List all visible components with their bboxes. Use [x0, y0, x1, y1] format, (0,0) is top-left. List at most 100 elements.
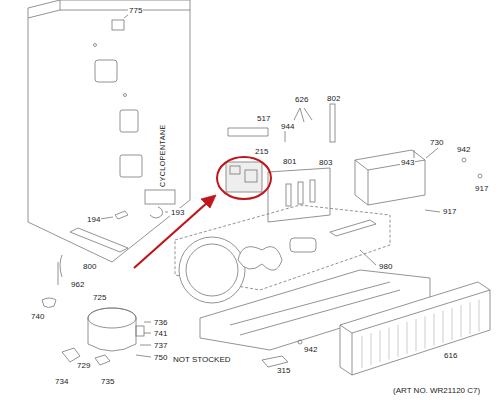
callout-number: 215 — [254, 147, 269, 156]
compressor — [88, 318, 136, 351]
grille-slot — [461, 305, 462, 337]
callout-number: 917 — [442, 207, 457, 216]
screw — [94, 44, 97, 47]
board-chip — [230, 166, 240, 174]
grille — [340, 282, 490, 375]
callout-number: 962 — [70, 280, 85, 289]
drain-line — [60, 255, 62, 277]
arrow-head — [201, 195, 216, 208]
callout-number: 736 — [153, 318, 168, 327]
callout-number: 942 — [303, 345, 318, 354]
callout-number: 942 — [456, 145, 471, 154]
clip-part — [115, 211, 128, 219]
condenser — [355, 150, 425, 205]
grille-slot — [479, 300, 480, 332]
grille-edge — [352, 333, 353, 375]
grille-slot — [425, 316, 426, 348]
callout-number: 734 — [54, 377, 69, 386]
fan-shroud — [179, 237, 245, 303]
harness-part — [294, 108, 312, 122]
callout-number: 315 — [276, 366, 291, 375]
slot — [310, 180, 315, 202]
leader-line — [144, 333, 151, 334]
overload-part — [62, 348, 80, 362]
callout-number: 775 — [128, 6, 143, 15]
callout-number: 803 — [318, 158, 333, 167]
cabinet-edge — [60, 10, 190, 11]
condenser-edge — [355, 160, 368, 170]
callout-number: 980 — [378, 262, 393, 271]
screw — [124, 94, 127, 97]
grille-slot — [362, 336, 363, 368]
screw-part — [462, 158, 466, 162]
grommet-part — [42, 298, 56, 308]
callout-number: 802 — [326, 94, 341, 103]
highlight-circle — [217, 157, 271, 199]
grille-slot — [407, 322, 408, 354]
drain-tube — [70, 228, 128, 252]
callout-number: 740 — [30, 312, 45, 321]
callout-number: 730 — [429, 138, 444, 147]
grille-slots — [362, 300, 479, 368]
grille-slot — [443, 311, 444, 343]
leader-line — [136, 355, 151, 357]
callout-number: 729 — [76, 361, 91, 370]
cabinet-marking: CYCLOPENTANE — [158, 123, 167, 188]
grille-slot — [434, 314, 435, 346]
panel-opening — [120, 110, 138, 132]
screw-part — [285, 131, 286, 142]
callout-number: 741 — [153, 329, 168, 338]
grille-slot — [452, 308, 453, 340]
note-text: NOT STOCKED — [172, 355, 232, 364]
callout-number: 800 — [82, 262, 97, 271]
callout-number: 917 — [474, 184, 489, 193]
callout-number: 735 — [100, 377, 115, 386]
leader-line — [426, 148, 438, 158]
callout-number: 194 — [86, 215, 101, 224]
bracket-part — [112, 20, 124, 30]
screw-part — [298, 340, 302, 344]
fan-blade — [238, 247, 282, 270]
callout-number: 801 — [282, 157, 297, 166]
panel-opening — [120, 155, 142, 177]
grille-edge — [340, 325, 352, 333]
panel-opening — [145, 190, 175, 204]
leader-line — [140, 345, 151, 346]
control-board — [226, 162, 262, 192]
bracket-part — [228, 128, 268, 136]
callout-number: 626 — [294, 95, 309, 104]
grille-slot — [389, 328, 390, 360]
relay — [136, 326, 144, 336]
tube-part — [58, 262, 59, 285]
cabinet-rear — [28, 0, 190, 262]
leader-line — [165, 212, 168, 213]
fan-motor — [290, 238, 316, 252]
callout-number: 616 — [443, 351, 458, 360]
board-chip — [245, 170, 257, 182]
leader-line — [100, 217, 113, 219]
screw-part — [478, 174, 482, 178]
leader-line — [360, 250, 376, 265]
leader-line — [124, 15, 128, 18]
compressor-top — [88, 308, 136, 328]
grille-slot — [470, 302, 471, 334]
callout-number: 193 — [170, 208, 185, 217]
hose-part — [150, 207, 163, 218]
condenser-edge — [368, 160, 425, 170]
grille-slot — [398, 325, 399, 357]
slot — [286, 184, 291, 206]
grille-slot — [371, 333, 372, 365]
start-part — [95, 355, 110, 365]
callout-number: 943 — [400, 158, 415, 167]
callout-number: 725 — [92, 293, 107, 302]
callout-number: 517 — [256, 114, 271, 123]
callout-number: 737 — [153, 341, 168, 350]
grille-slot — [416, 319, 417, 351]
grille-slot — [380, 330, 381, 362]
cabinet-edge — [28, 0, 60, 18]
motor-bracket — [330, 220, 376, 236]
panel-opening — [95, 60, 117, 82]
grille-edge — [352, 290, 490, 333]
cover-plate — [268, 168, 330, 222]
